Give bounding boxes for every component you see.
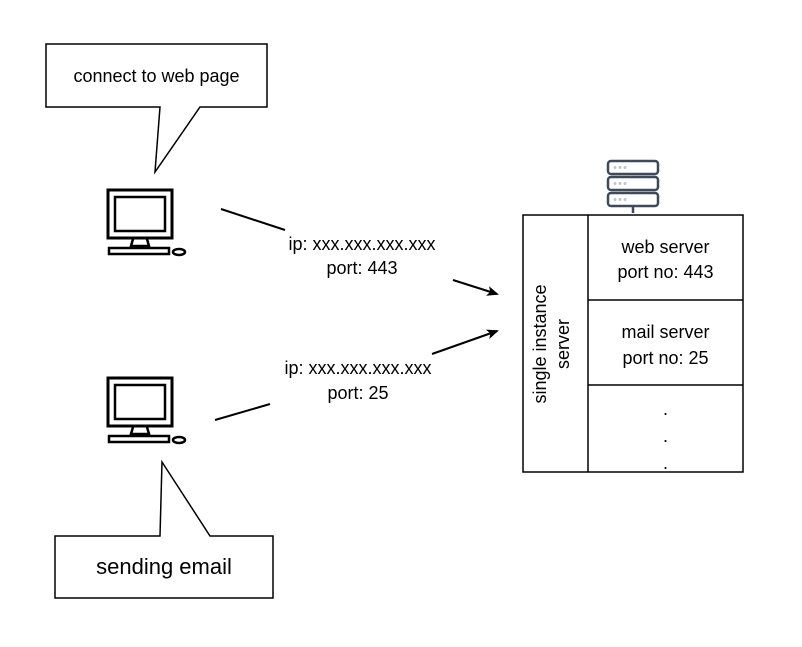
service-port-mail: port no: 25 [622, 348, 709, 368]
mail-link-arrow [431, 329, 499, 355]
service-name-mail: mail server [621, 322, 710, 342]
mail-link-line-start [214, 403, 271, 421]
web-link-port: port: 443 [326, 258, 398, 278]
web-link-ip: ip: xxx.xxx.xxx.xxx [288, 234, 436, 254]
server-label: single instance server [529, 244, 581, 444]
service-port-web: port no: 443 [617, 262, 714, 282]
callout-text-top: connect to web page [73, 66, 240, 86]
server-label-line1: single instance [530, 284, 550, 404]
web-link-line-start [220, 208, 286, 231]
mail-link-port: port: 25 [327, 383, 389, 403]
callout-bubble-bottom [54, 459, 274, 599]
desktop-computer-icon [106, 188, 187, 257]
ellipsis-dot: . [663, 453, 669, 473]
server-rack-icon [606, 159, 660, 213]
ellipsis-dot: . [663, 426, 669, 446]
web-link-arrow [452, 279, 499, 296]
mail-link-ip: ip: xxx.xxx.xxx.xxx [284, 358, 432, 378]
server-label-line2: server [553, 319, 574, 370]
ellipsis-dot: . [663, 399, 669, 419]
callout-bubble-top [45, 43, 268, 175]
desktop-computer-icon [106, 376, 187, 445]
service-name-web: web server [621, 237, 710, 257]
server-box [522, 214, 744, 473]
callout-text-bottom: sending email [96, 554, 232, 579]
